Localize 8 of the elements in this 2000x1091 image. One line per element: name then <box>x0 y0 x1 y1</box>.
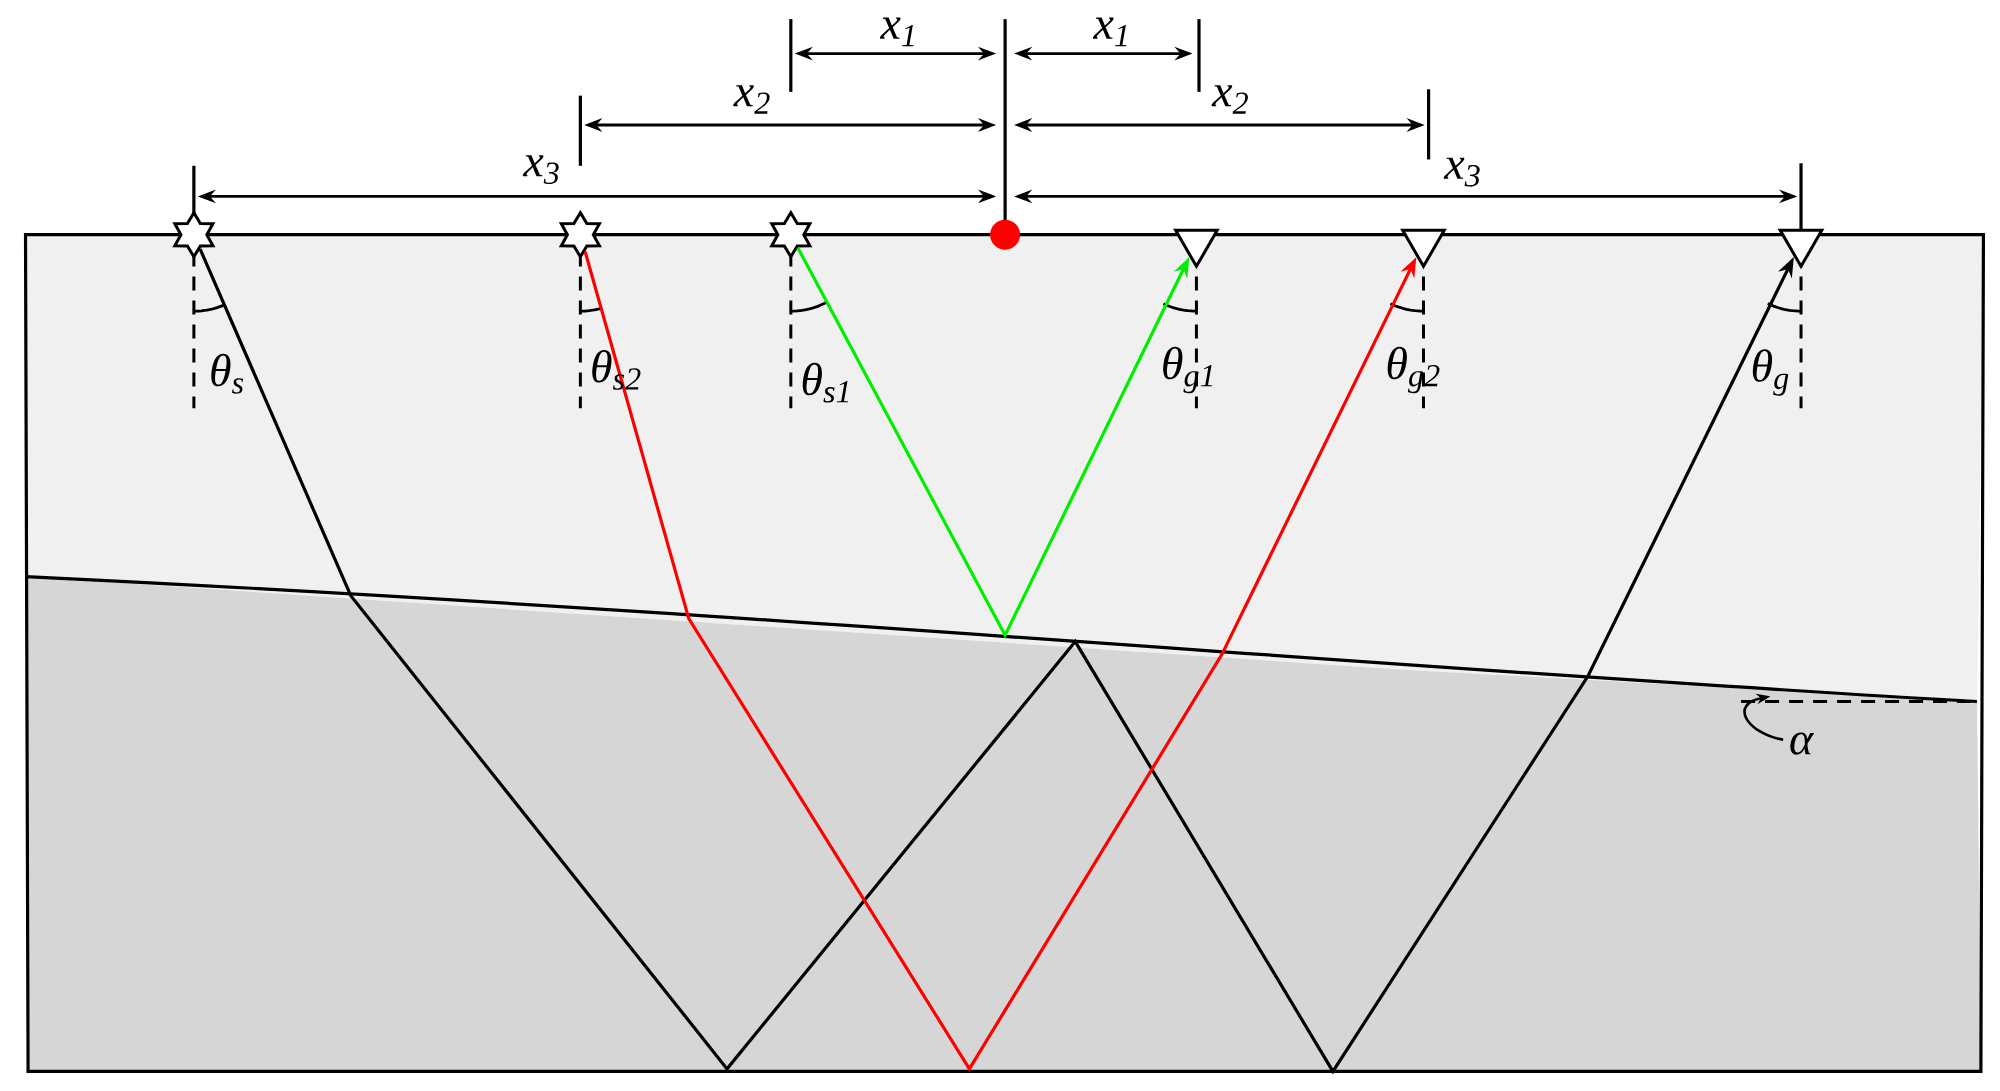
dimension-label: x$_{2}$ <box>733 85 770 114</box>
midpoint-dot <box>990 219 1021 250</box>
ray-path <box>198 248 1794 1075</box>
dimension-label: x$_{2}$ <box>1211 85 1248 114</box>
dimension-label: x$_{1}$ <box>879 17 914 47</box>
angle-label: α <box>1790 732 1814 755</box>
dimension-label: x$_{1}$ <box>1092 17 1127 47</box>
angle-label: θ$_{s1}$ <box>802 362 849 403</box>
